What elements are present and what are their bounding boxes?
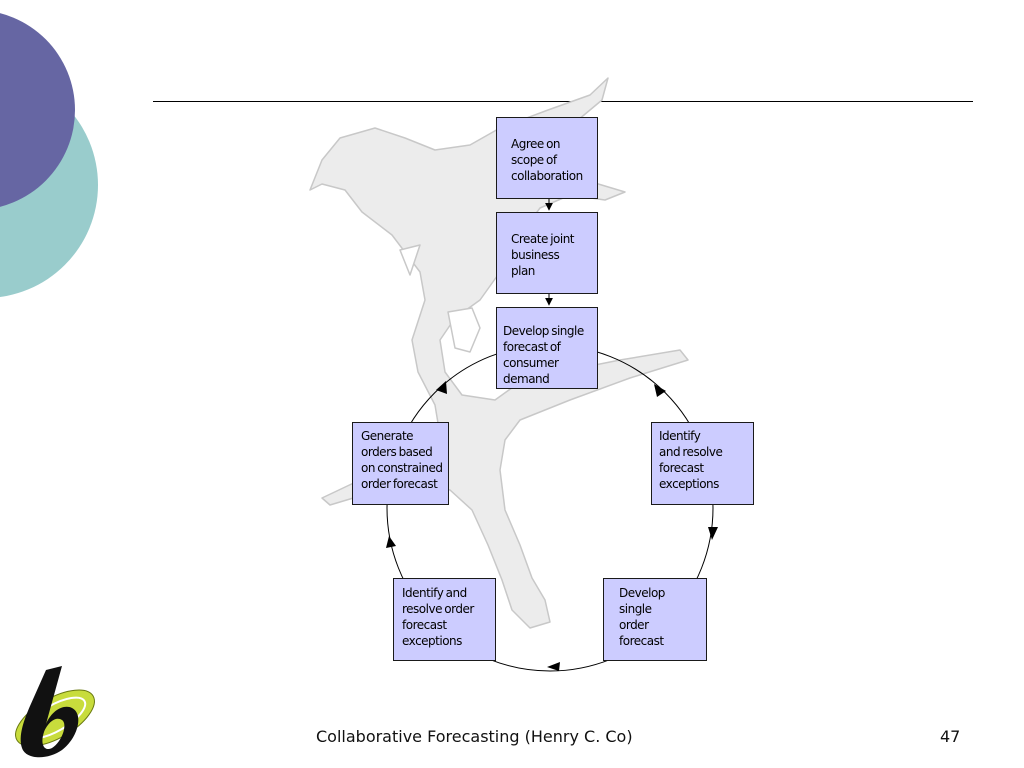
logo-icon xyxy=(15,666,95,758)
step-agree-scope: Agree on scope of collaboration xyxy=(496,117,598,199)
step-single-demand-forecast: Develop single forecast of consumer dema… xyxy=(496,307,598,389)
step-generate-orders: Generate orders based on constrained ord… xyxy=(352,422,449,505)
cycle-arrowheads xyxy=(386,381,718,671)
slide-footer: Collaborative Forecasting (Henry C. Co) xyxy=(316,727,633,746)
page-number: 47 xyxy=(940,727,961,746)
step-single-order-forecast: Develop single order forecast xyxy=(603,578,707,661)
step-forecast-exceptions: Identify and resolve forecast exceptions xyxy=(651,422,754,505)
step-order-forecast-exceptions: Identify and resolve order forecast exce… xyxy=(393,578,496,661)
purple-circle xyxy=(0,13,75,207)
step-joint-business-plan: Create joint business plan xyxy=(496,212,598,294)
decorative-circles xyxy=(0,13,98,297)
title-rule xyxy=(153,101,973,102)
